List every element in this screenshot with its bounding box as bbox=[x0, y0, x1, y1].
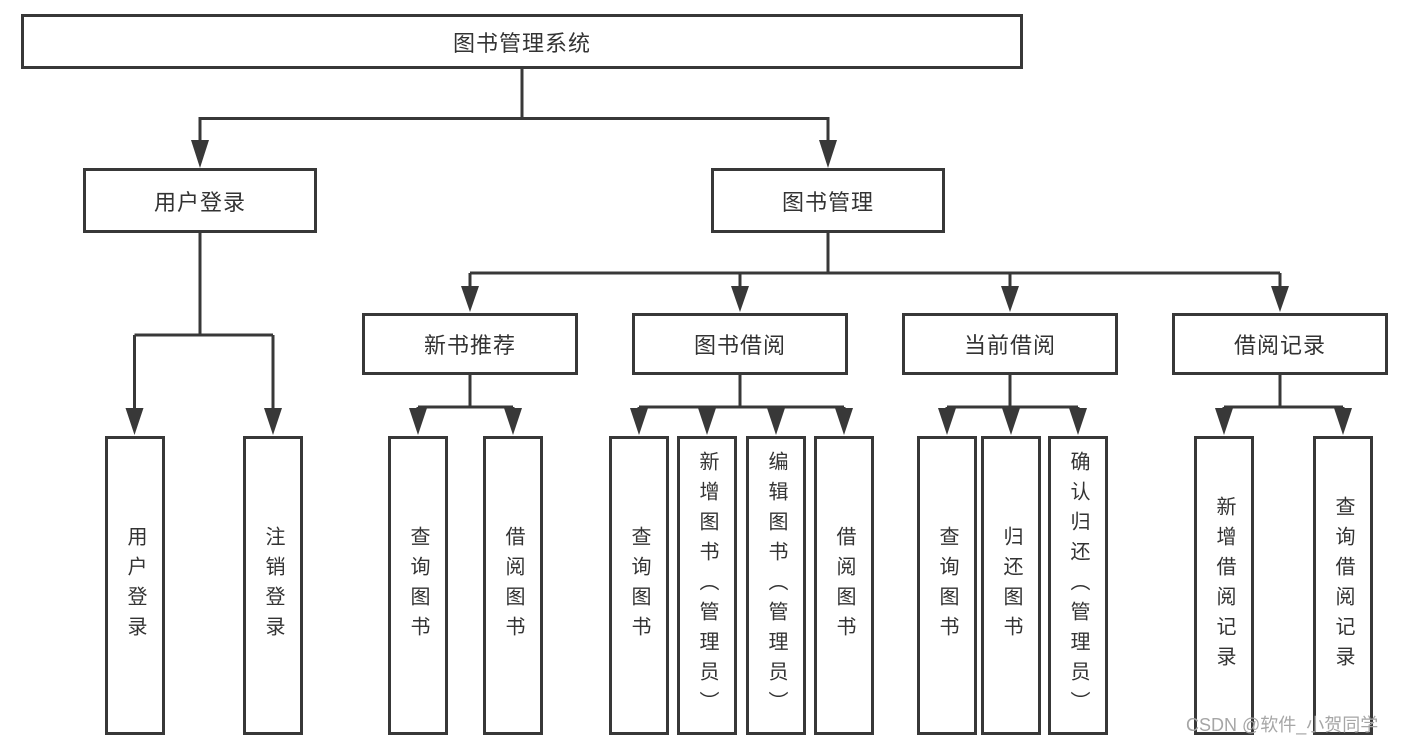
node-book-management: 图书管理 bbox=[711, 168, 945, 233]
leaf-label: 新增图书（管理员） bbox=[696, 450, 718, 721]
leaf-label: 确认归还（管理员） bbox=[1067, 450, 1089, 721]
node-label: 用户登录 bbox=[153, 189, 246, 215]
leaf-logout: 注销登录 bbox=[243, 436, 303, 735]
node-label: 新书推荐 bbox=[423, 333, 516, 358]
leaf-user-login: 用户登录 bbox=[105, 436, 165, 735]
node-label: 当前借阅 bbox=[963, 333, 1056, 358]
leaf-label: 查询图书 bbox=[407, 525, 429, 646]
leaf-label: 编辑图书（管理员） bbox=[765, 450, 787, 721]
leaf-borrow-books-2: 借阅图书 bbox=[814, 436, 874, 735]
leaf-label: 查询图书 bbox=[936, 525, 958, 646]
node-book-borrowing: 图书借阅 bbox=[632, 313, 848, 375]
node-user-login: 用户登录 bbox=[83, 168, 317, 233]
arrowheads bbox=[125, 140, 1352, 435]
leaf-label: 借阅图书 bbox=[502, 525, 524, 646]
node-new-book-recommend: 新书推荐 bbox=[362, 313, 578, 375]
leaf-label: 查询借阅记录 bbox=[1332, 495, 1354, 676]
leaf-return-books: 归还图书 bbox=[981, 436, 1041, 735]
leaf-label: 查询图书 bbox=[628, 525, 650, 646]
leaf-query-books-3: 查询图书 bbox=[917, 436, 977, 735]
leaf-edit-books-admin: 编辑图书（管理员） bbox=[746, 436, 806, 735]
node-borrowing-records: 借阅记录 bbox=[1172, 313, 1388, 375]
leaf-label: 注销登录 bbox=[262, 525, 284, 646]
leaf-query-books-1: 查询图书 bbox=[388, 436, 448, 735]
leaf-confirm-return-admin: 确认归还（管理员） bbox=[1048, 436, 1108, 735]
node-label: 图书借阅 bbox=[693, 333, 786, 358]
leaf-label: 归还图书 bbox=[1000, 525, 1022, 646]
node-label: 图书管理 bbox=[781, 189, 874, 215]
leaf-query-books-2: 查询图书 bbox=[609, 436, 669, 735]
node-current-borrowing: 当前借阅 bbox=[902, 313, 1118, 375]
node-label: 借阅记录 bbox=[1233, 333, 1326, 358]
leaf-label: 借阅图书 bbox=[833, 525, 855, 646]
connector-stems bbox=[133, 69, 1345, 410]
node-label: 图书管理系统 bbox=[452, 30, 591, 56]
leaf-label: 新增借阅记录 bbox=[1213, 495, 1235, 676]
leaf-label: 用户登录 bbox=[124, 525, 146, 646]
leaf-add-books-admin: 新增图书（管理员） bbox=[677, 436, 737, 735]
leaf-query-borrow-record: 查询借阅记录 bbox=[1313, 436, 1373, 735]
node-library-management-system: 图书管理系统 bbox=[21, 14, 1023, 69]
leaf-add-borrow-record: 新增借阅记录 bbox=[1194, 436, 1254, 735]
leaf-borrow-books-1: 借阅图书 bbox=[483, 436, 543, 735]
csdn-watermark: CSDN @软件_小贺同学 bbox=[1186, 715, 1379, 735]
